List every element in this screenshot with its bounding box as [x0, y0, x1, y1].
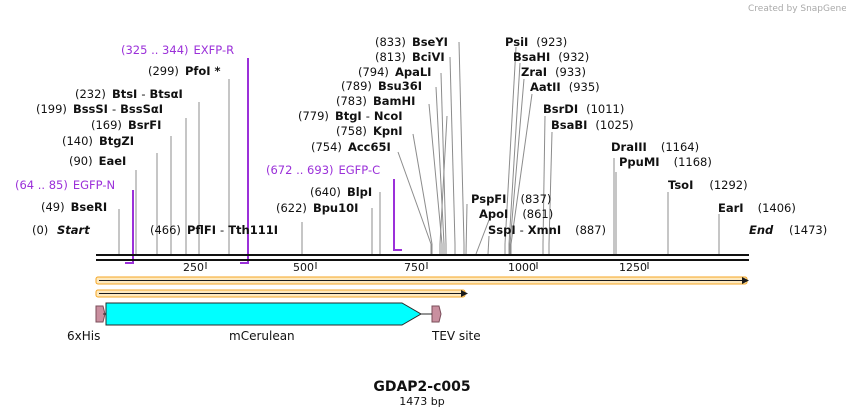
- primer-exfp-r[interactable]: [240, 58, 249, 264]
- primer-label-egfp-c[interactable]: (672 .. 693)EGFP-C: [266, 163, 380, 177]
- primer-egfp-n[interactable]: [125, 190, 134, 264]
- site-label-bsrdi[interactable]: BsrDI(1011): [543, 102, 624, 116]
- site-label-bseri[interactable]: (49)BseRI: [41, 200, 107, 214]
- site-label-bsssi[interactable]: (199)BssSI-BssSαI: [36, 102, 163, 116]
- sequence-ruler: 250 500 750 1000 1250: [96, 254, 749, 274]
- site-label-btgi[interactable]: (779)BtgI-NcoI: [298, 109, 403, 123]
- tick-label: 1250: [619, 261, 647, 274]
- site-label-acc65i[interactable]: (754)Acc65I: [311, 140, 391, 154]
- primer-label-egfp-n[interactable]: (64 .. 85)EGFP-N: [15, 178, 115, 192]
- site-label-btgzi[interactable]: (140)BtgZI: [62, 134, 134, 148]
- site-label-bcivi[interactable]: (813)BciVI: [375, 50, 445, 64]
- tick-label: 500: [293, 261, 314, 274]
- site-label-tsoi[interactable]: TsoI(1292): [668, 178, 748, 192]
- site-label-bsu36i[interactable]: (789)Bsu36I: [341, 79, 422, 93]
- site-label-eaei[interactable]: (90)EaeI: [69, 154, 126, 168]
- site-label-apoi[interactable]: ApoI(861): [479, 207, 553, 221]
- site-label-blpi[interactable]: (640)BlpI: [310, 185, 372, 199]
- site-label-draiii[interactable]: DraIII(1164): [611, 140, 699, 154]
- site-label-ppumi[interactable]: PpuMI(1168): [619, 155, 712, 169]
- site-label-apali[interactable]: (794)ApaLI: [358, 65, 431, 79]
- primer-label-exfp-r[interactable]: (325 .. 344)EXFP-R: [121, 43, 234, 57]
- snapgene-watermark: Created by SnapGene: [748, 4, 846, 14]
- site-label-bsrfi[interactable]: (169)BsrFI: [91, 118, 161, 132]
- site-label-btsi[interactable]: (232)BtsI-BtsαI: [75, 87, 183, 101]
- feature-label-mcerulean: mCerulean: [229, 329, 295, 343]
- tick-label: 250: [183, 261, 204, 274]
- site-label-pspfi[interactable]: PspFI(837): [471, 192, 551, 206]
- orf-partial[interactable]: [95, 289, 468, 298]
- orf-full[interactable]: [95, 276, 749, 285]
- site-label-bpu10i[interactable]: (622)Bpu10I: [276, 201, 358, 215]
- primer-egfp-c[interactable]: [393, 179, 402, 251]
- site-label-aatii[interactable]: AatII(935): [530, 80, 600, 94]
- site-label-eari[interactable]: EarI(1406): [718, 201, 796, 215]
- start-label: Start: [57, 223, 90, 237]
- tick-label: 1000: [508, 261, 536, 274]
- construct-name: GDAP2-c005: [373, 379, 470, 395]
- 6xhis-feature[interactable]: [95, 305, 106, 323]
- site-label-psii[interactable]: PsiI(923): [505, 35, 567, 49]
- construct-length: 1473 bp: [399, 395, 444, 408]
- site-label-bseyi[interactable]: (833)BseYI: [375, 35, 448, 49]
- site-label-sspi[interactable]: SspI-XmnI(887): [488, 223, 606, 237]
- feature-label-6xhis: 6xHis: [67, 329, 100, 343]
- feature-label-tev-site: TEV site: [431, 329, 481, 343]
- site-label-zrai[interactable]: ZraI(933): [521, 65, 586, 79]
- mcerulean-feature[interactable]: [105, 302, 422, 326]
- end-position: (1473): [789, 223, 827, 237]
- start-position: (0): [32, 223, 48, 237]
- site-label-pfoi[interactable]: (299)PfoI *: [148, 64, 221, 78]
- end-label: End: [749, 223, 774, 237]
- site-label-pflfi[interactable]: (466)PflFI-Tth111I: [150, 223, 278, 237]
- site-label-bsabi[interactable]: BsaBI(1025): [551, 118, 634, 132]
- site-label-bsahi[interactable]: BsaHI(932): [513, 50, 589, 64]
- site-label-bamhi[interactable]: (783)BamHI: [336, 94, 415, 108]
- tev-site-feature[interactable]: [431, 305, 442, 323]
- site-lines: [118, 41, 720, 255]
- tick-label: 750: [404, 261, 425, 274]
- site-label-kpni[interactable]: (758)KpnI: [336, 124, 403, 138]
